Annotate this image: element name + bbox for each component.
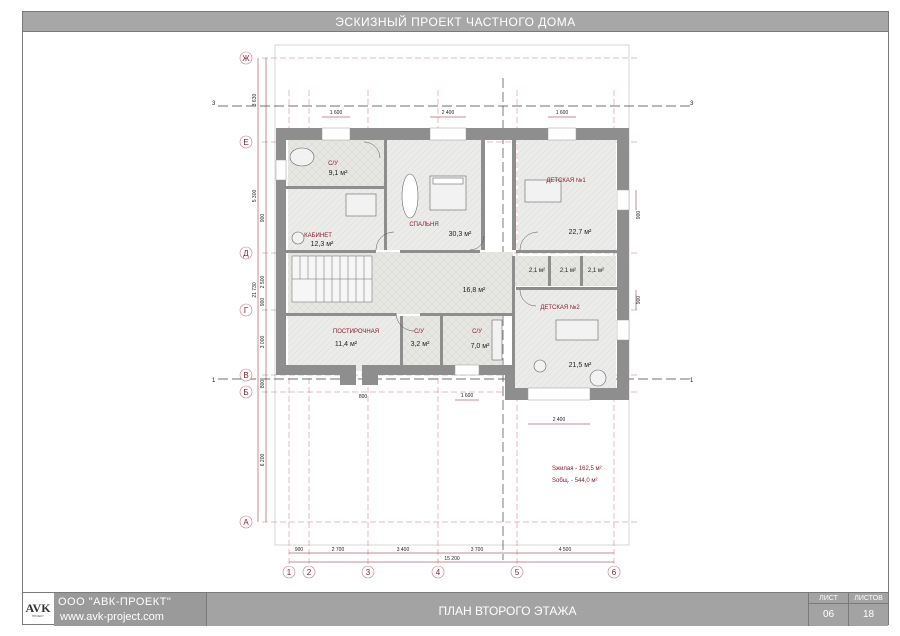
dim-left-8: 800 [260,380,266,389]
sheets-total-label: ЛИСТОВ [849,593,888,604]
dim-right-1: 900 [636,211,642,220]
company-name: ООО "АВК-ПРОЕКТ" [58,596,172,608]
row-axis-zh: Ж [242,54,250,63]
floor-plan: 3 3 1 1 [212,44,694,579]
bay-right [362,365,378,385]
room-area-bath-1: 9,1 м² [329,170,348,177]
room-area-bedroom: 30,3 м² [449,231,472,238]
kids2-bed-icon [555,319,599,341]
rug-icon [401,173,419,219]
dim-left-6: 900 [260,298,266,307]
chair-icon [291,231,305,245]
dim-bottom-1: 900 [295,547,304,553]
room-name-bath-1: С/У [328,161,338,167]
room-area-closet-3: 2,1 м² [588,268,604,274]
dim-left-2: 5 300 [252,190,258,203]
dim-left-9: 6 200 [260,454,266,467]
title-block: AVK ПРОЕКТ ООО "АВК-ПРОЕКТ" www.avk-proj… [22,592,889,626]
kids1-bed-icon [524,179,562,203]
dim-left-3: 900 [260,214,266,223]
col-axis-4: 4 [436,568,441,577]
wc-floor [402,316,440,371]
row-axis-v: В [243,371,248,380]
drawing-title: ЭСКИЗНЫЙ ПРОЕКТ ЧАСТНОГО ДОМА [22,11,889,32]
dim-top-1: 1 600 [330,110,343,116]
col-axis-1: 1 [287,568,292,577]
section-mark-1-right: 1 [690,378,694,384]
row-axis-b: Б [243,388,248,397]
section-mark-3-right: 3 [690,101,694,107]
area-living: Sжилая - 162,5 м² [552,466,602,472]
dim-total: 15 200 [444,556,460,562]
desk-icon [345,193,377,217]
wall-south-jog [505,375,515,400]
room-area-kids-2: 21,5 м² [569,362,592,369]
wall-east [617,128,629,390]
sheet-number-cell: ЛИСТ 06 [808,593,848,626]
dim-top-3: 1 600 [556,110,569,116]
wall-west [276,128,286,375]
bathtub-icon [289,147,315,167]
dim-bottom-2: 2 700 [332,547,345,553]
room-name-bedroom: СПАЛЬНЯ [409,222,438,228]
dim-right-2: 900 [636,296,642,305]
area-total: Sобщ. - 544,0 м² [552,478,598,484]
wall-south-mid [376,365,512,375]
room-area-closet-1: 2,1 м² [529,268,545,274]
room-area-study: 12,3 м² [311,241,334,248]
dim-bay: 800 [359,394,368,400]
bay-left [340,365,356,385]
closets-floor [512,256,616,286]
dim-window-bath: 1 600 [461,393,474,399]
dim-bottom-3: 3 400 [397,547,410,553]
sheet-number-label: ЛИСТ [809,593,848,604]
row-axis-d: Д [243,249,249,258]
col-axis-5: 5 [515,568,520,577]
col-axis-2: 2 [307,568,312,577]
room-area-bath-2: 7,0 м² [471,343,490,350]
logo-mark: AVK [25,600,51,615]
company-website: www.avk-project.com [60,611,164,623]
room-area-hall: 16,8 м² [463,287,486,294]
section-mark-1-left: 1 [212,378,216,384]
room-area-kids-1: 22,7 м² [569,229,592,236]
pouf-icon [533,359,547,373]
row-axis-e: Е [243,138,248,147]
dim-left-7: 3 000 [260,336,266,349]
room-area-wc: 3,2 м² [411,341,430,348]
room-name-wc: С/У [414,329,424,335]
wall-south-left [276,365,346,375]
sheet-title: ПЛАН ВТОРОГО ЭТАЖА [206,593,808,626]
dim-window-kids2: 2 400 [553,417,566,423]
section-mark-3-left: 3 [212,101,216,107]
room-area-laundry: 11,4 м² [335,341,358,348]
row-axis-g: Г [244,306,249,315]
dim-top-2: 2 400 [442,110,455,116]
row-axis-a: А [243,518,249,527]
room-name-kids-1: ДЕТСКАЯ №1 [546,177,586,184]
dim-left-4: 21 730 [252,282,258,298]
shower-tray-icon [491,319,503,361]
armchair-icon [589,369,607,387]
room-name-laundry: ПОСТИРОЧНАЯ [333,329,379,335]
logo-subtitle: ПРОЕКТ [31,613,44,618]
sheets-total-value: 18 [862,609,875,620]
room-area-closet-2: 2,1 м² [560,268,576,274]
company-block: ООО "АВК-ПРОЕКТ" www.avk-project.com [54,593,206,626]
laundry-floor [288,316,400,371]
company-logo: AVK ПРОЕКТ [22,593,54,626]
sheets-total-cell: ЛИСТОВ 18 [848,593,888,626]
room-name-bath-2: С/У [472,329,482,335]
sheet-number-value: 06 [822,609,835,620]
room-name-study: КАБИНЕТ [304,233,332,239]
col-axis-6: 6 [612,568,617,577]
room-name-kids-2: ДЕТСКАЯ №2 [540,304,580,311]
dim-left-1: 3 630 [252,94,258,107]
dim-left-5: 2 500 [260,276,266,289]
col-axis-3: 3 [366,568,371,577]
dim-bottom-5: 4 500 [559,547,572,553]
dim-bottom-4: 3 700 [471,547,484,553]
staircase [291,255,373,303]
